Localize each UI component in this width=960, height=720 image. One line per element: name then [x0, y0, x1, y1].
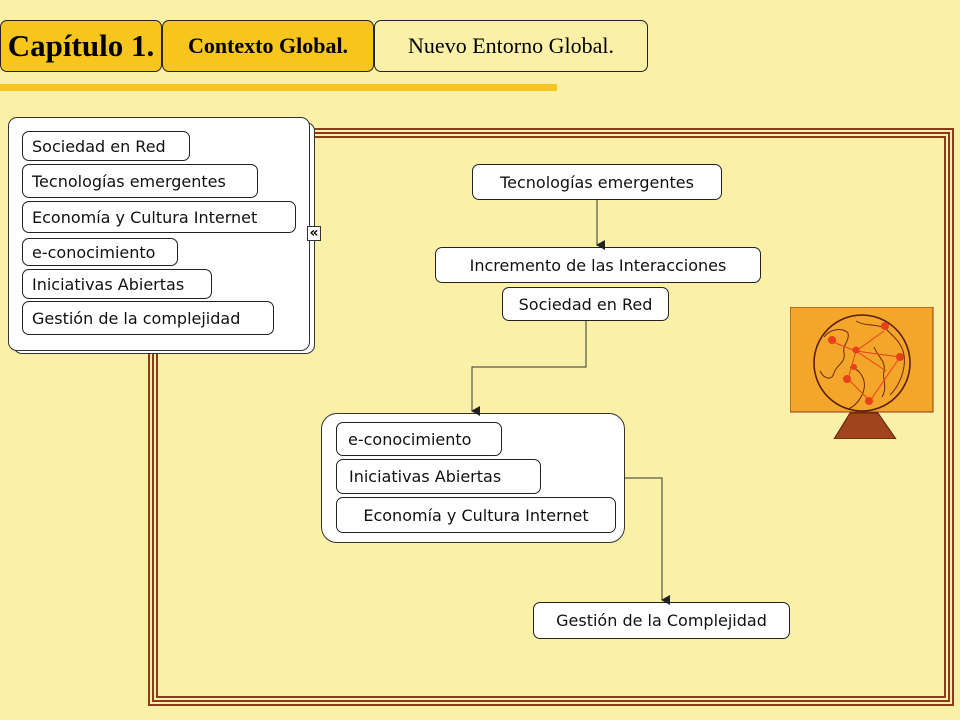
header-underline	[0, 84, 557, 91]
frame-middle	[152, 132, 950, 702]
tab-context[interactable]: Contexto Global.	[162, 20, 374, 72]
node-tecnologias[interactable]: Tecnologías emergentes	[472, 164, 722, 200]
node-economia[interactable]: Economía y Cultura Internet	[336, 497, 616, 533]
frame-inner	[156, 136, 946, 698]
node-sociedad[interactable]: Sociedad en Red	[502, 287, 669, 321]
frame-outer	[148, 128, 954, 706]
arrow-group-gestion	[625, 477, 670, 605]
globe-icon	[789, 306, 934, 440]
menu-item-gestion[interactable]: Gestión de la complejidad	[22, 301, 274, 335]
menu-item-tecnologias[interactable]: Tecnologías emergentes	[22, 164, 258, 198]
tab-chapter[interactable]: Capítulo 1.	[0, 20, 162, 72]
menu-item-economia[interactable]: Economía y Cultura Internet	[22, 201, 296, 233]
menu-item-sociedad[interactable]: Sociedad en Red	[22, 131, 190, 161]
tab-current[interactable]: Nuevo Entorno Global.	[374, 20, 648, 72]
menu-item-iniciativas[interactable]: Iniciativas Abiertas	[22, 269, 212, 299]
node-gestion[interactable]: Gestión de la Complejidad	[533, 602, 790, 639]
menu-item-econocimiento[interactable]: e-conocimiento	[22, 238, 178, 266]
arrow-sociedad-group	[471, 321, 587, 416]
node-iniciativas[interactable]: Iniciativas Abiertas	[336, 459, 541, 494]
node-econocimiento[interactable]: e-conocimiento	[336, 422, 502, 456]
collapse-icon[interactable]: «	[307, 226, 321, 241]
